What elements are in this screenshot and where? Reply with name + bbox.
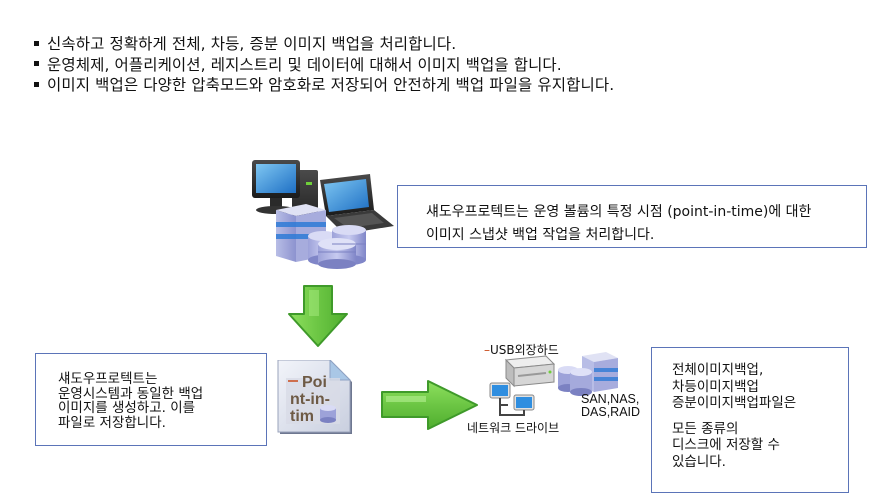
network-drive-icon [489, 382, 535, 416]
arrow-down-icon [288, 285, 348, 347]
image-file-line: 파일로 저장합니다. [58, 414, 166, 431]
storage-line: 증분이미지백업파일은 [672, 395, 797, 411]
image-file-icon [277, 360, 352, 434]
usb-drive-icon [504, 355, 556, 388]
usb-drive-label: –USB외장하드 [484, 341, 559, 358]
storage-array-icon [558, 352, 618, 396]
storage-line: 모든 종류의 [672, 420, 739, 437]
image-file-line: 이미지를 생성하고. 이를 [58, 400, 196, 416]
bullet-square-icon [34, 81, 39, 87]
usb-drive-text: USB외장하드 [490, 343, 559, 357]
storage-array-label: SAN,NAS, DAS,RAID [581, 393, 640, 419]
computers-server-icon [252, 160, 394, 269]
storage-line: 차등이미지백업 [672, 378, 759, 395]
image-file-line: 섀도우프로텍트는 [58, 371, 158, 387]
image-file-description-box: 섀도우프로텍트는 운영시스템과 동일한 백업 이미지를 생성하고. 이를 파일로… [35, 353, 267, 446]
dash-marker: – [484, 343, 490, 357]
bullet-square-icon [34, 61, 39, 66]
arrow-right-icon [381, 380, 478, 430]
feature-item: 신속하고 정확하게 전체, 차등, 증분 이미지 백업을 처리합니다. [32, 34, 614, 55]
snapshot-description-line1: 섀도우프로텍트는 운영 볼륨의 특정 시점 (point-in-time)에 대… [426, 204, 812, 220]
bullet-square-icon [34, 40, 39, 46]
point-in-time-text: tim [290, 408, 314, 425]
san-nas-text: SAN,NAS, [581, 392, 640, 406]
feature-text: 신속하고 정확하게 전체, 차등, 증분 이미지 백업을 처리합니다. [47, 35, 457, 53]
feature-item: 이미지 백업은 다양한 압축모드와 암호화로 저장되어 안전하게 백업 파일을 … [32, 75, 614, 96]
point-in-time-text: Poi [302, 374, 327, 391]
storage-line: 있습니다. [672, 453, 726, 470]
snapshot-description-line2: 이미지 스냅샷 백업 작업을 처리합니다. [426, 227, 655, 243]
snapshot-description-box: 섀도우프로텍트는 운영 볼륨의 특정 시점 (point-in-time)에 대… [397, 185, 867, 248]
feature-text: 운영체제, 어플리케이션, 레지스트리 및 데이터에 대해서 이미지 백업을 합… [47, 55, 562, 74]
point-in-time-label: Poi nt-in- tim [290, 374, 330, 425]
point-in-time-text: nt-in- [290, 391, 330, 408]
storage-description-box: 전체이미지백업, 차등이미지백업 증분이미지백업파일은 모든 종류의 디스크에 … [651, 347, 849, 493]
das-raid-text: DAS,RAID [581, 405, 641, 419]
image-file-line: 운영시스템과 동일한 백업 [58, 385, 204, 402]
feature-item: 운영체제, 어플리케이션, 레지스트리 및 데이터에 대해서 이미지 백업을 합… [32, 55, 614, 76]
feature-list: 신속하고 정확하게 전체, 차등, 증분 이미지 백업을 처리합니다. 운영체제… [32, 34, 614, 96]
network-drive-label: 네트워크 드라이브 [467, 421, 560, 435]
feature-text: 이미지 백업은 다양한 압축모드와 암호화로 저장되어 안전하게 백업 파일을 … [47, 76, 615, 94]
storage-line: 전체이미지백업, [672, 362, 764, 378]
storage-line: 디스크에 저장할 수 [672, 437, 780, 453]
